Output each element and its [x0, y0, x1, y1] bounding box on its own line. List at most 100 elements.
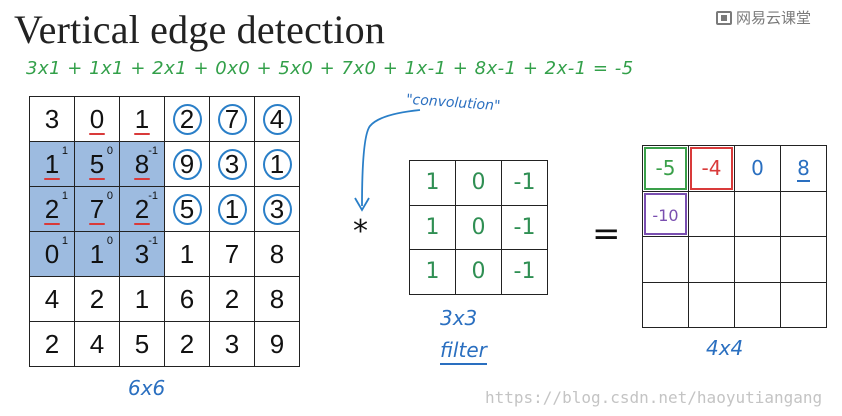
input-cell-value: 8 [269, 238, 285, 269]
output-cell-value: -10 [652, 205, 679, 225]
input-cell: 1 [209, 186, 255, 232]
circle-mark [263, 149, 292, 180]
input-cell: 3-1 [119, 231, 165, 277]
filter-weight-superscript: 1 [61, 235, 68, 247]
input-cell-value: 1 [179, 238, 195, 269]
output-matrix-label: 4x4 [706, 336, 744, 360]
output-cell: 0 [734, 145, 781, 192]
filter-weight-superscript: -1 [148, 145, 158, 157]
underline-mark [89, 133, 105, 135]
filter-cell: -1 [501, 249, 548, 295]
input-cell-value: 2 [89, 283, 105, 314]
filter-cell: 0 [455, 160, 502, 206]
input-cell-value: 3 [224, 328, 240, 359]
filter-label: filter [440, 338, 487, 365]
input-cell-value: 2 [179, 103, 195, 134]
input-cell: 3 [254, 186, 300, 232]
output-cell: 8 [780, 145, 827, 192]
calculation-annotation: 3x1 + 1x1 + 2x1 + 0x0 + 5x0 + 7x0 + 1x-1… [26, 58, 634, 79]
output-row [642, 236, 827, 283]
input-cell: 4 [29, 276, 75, 322]
input-cell: 2 [164, 96, 210, 142]
input-cell: 1 [119, 276, 165, 322]
input-cell-value: 8 [134, 148, 150, 179]
filter-weight-superscript: -1 [148, 190, 158, 202]
input-cell: 2 [209, 276, 255, 322]
filter-weight-superscript: 0 [106, 190, 113, 202]
input-cell: 8-1 [119, 141, 165, 187]
underline-mark [134, 178, 150, 180]
output-cell [688, 281, 735, 328]
input-cell-value: 6 [179, 283, 195, 314]
convolve-operator: * [353, 214, 368, 249]
output-cell [780, 190, 827, 237]
circle-mark [218, 194, 247, 225]
filter-cell: 0 [455, 249, 502, 295]
output-row: -10 [642, 190, 827, 237]
input-cell-value: 0 [44, 238, 60, 269]
brand-logo: 网易云课堂 [716, 7, 811, 28]
output-cell: -5 [642, 145, 689, 192]
input-cell: 3 [209, 321, 255, 367]
input-cell: 0 [74, 96, 120, 142]
output-cell [780, 281, 827, 328]
input-cell: 3 [29, 96, 75, 142]
input-cell-value: 3 [224, 148, 240, 179]
output-cell [780, 236, 827, 283]
watermark: https://blog.csdn.net/haoyutiangang [485, 388, 823, 407]
circle-mark [173, 104, 202, 135]
input-cell: 2-1 [119, 186, 165, 232]
output-cell-value: -5 [655, 156, 676, 181]
filter-weight-superscript: 1 [61, 145, 68, 157]
highlight-box [644, 192, 687, 235]
input-cell: 8 [254, 231, 300, 277]
input-cell: 2 [164, 321, 210, 367]
input-cell-value: 7 [224, 103, 240, 134]
input-cell-value: 1 [269, 148, 285, 179]
circle-mark [173, 149, 202, 180]
input-cell: 2 [74, 276, 120, 322]
output-row [642, 281, 827, 328]
output-cell [642, 236, 689, 283]
input-cell-value: 2 [224, 283, 240, 314]
input-cell-value: 9 [179, 148, 195, 179]
input-cell: 5 [164, 186, 210, 232]
filter-cell: 0 [455, 204, 502, 250]
brand-name: 网易云课堂 [736, 10, 812, 27]
input-cell-value: 7 [224, 238, 240, 269]
filter-size-label: 3x3 [440, 306, 478, 330]
logo-icon [716, 10, 732, 25]
underline-mark [44, 178, 60, 180]
input-matrix-label: 6x6 [128, 376, 166, 400]
input-cell-value: 1 [134, 103, 150, 134]
circle-mark [263, 104, 292, 135]
highlight-box [644, 147, 687, 190]
page-title: Vertical edge detection [14, 7, 386, 52]
input-cell-value: 1 [224, 193, 240, 224]
output-cell-value: -4 [701, 156, 722, 181]
input-cell-value: 5 [179, 193, 195, 224]
input-cell: 7 [209, 231, 255, 277]
input-cell: 8 [254, 276, 300, 322]
output-cell-value: 8 [797, 156, 810, 183]
filter-cell: -1 [501, 160, 548, 206]
input-cell-value: 4 [269, 103, 285, 134]
input-cell-value: 5 [134, 328, 150, 359]
highlight-box [690, 147, 733, 190]
input-cell-value: 4 [89, 328, 105, 359]
filter-cell: 1 [409, 249, 456, 295]
input-cell: 3 [209, 141, 255, 187]
output-cell [688, 190, 735, 237]
